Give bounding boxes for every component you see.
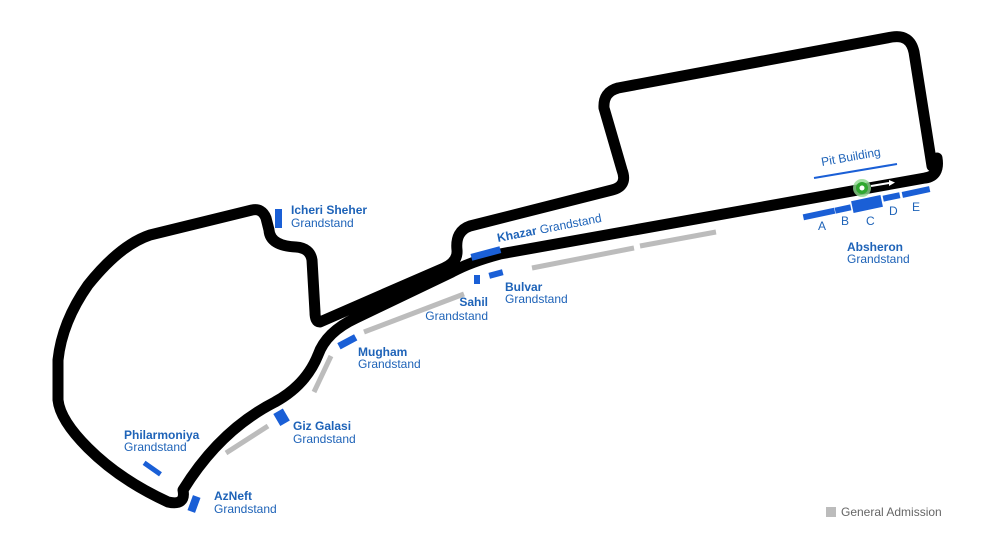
label-azneft: AzNeft Grandstand <box>214 489 277 516</box>
grandstand-sub: Grandstand <box>505 292 568 306</box>
grandstand-sub: Grandstand <box>291 216 354 230</box>
ga-area <box>531 245 635 271</box>
label-icheri-sheher: Icheri Sheher Grandstand <box>291 203 367 230</box>
label-philarmoniya: Philarmoniya Grandstand <box>124 428 200 454</box>
grandstand-absheron-section-d[interactable] <box>882 192 901 202</box>
ga-area <box>311 354 334 394</box>
grandstand-name: Giz Galasi <box>293 419 351 433</box>
label-giz-galasi: Giz Galasi Grandstand <box>293 419 356 446</box>
absheron-section-letters: A B C D E <box>818 200 920 233</box>
label-mugham: Mugham Grandstand <box>358 345 421 371</box>
pit-building-line <box>813 163 898 179</box>
grandstand-azneft-marker[interactable] <box>187 495 201 513</box>
grandstand-sub: Grandstand <box>214 502 277 516</box>
grandstand-khazar-marker[interactable] <box>470 246 502 261</box>
grandstand-absheron-section-b[interactable] <box>834 204 852 214</box>
grandstand-sub: Grandstand <box>847 252 910 266</box>
grandstand-name: Absheron <box>847 240 903 254</box>
grandstand-name: AzNeft <box>214 489 252 503</box>
race-track <box>52 31 943 509</box>
grandstand-name: Philarmoniya <box>124 428 200 442</box>
grandstand-bulvar-marker[interactable] <box>488 269 504 279</box>
section-label-a: A <box>818 219 826 233</box>
legend-ga-swatch <box>826 507 836 517</box>
grandstand-absheron-section-c[interactable] <box>851 195 883 213</box>
legend: General Admission <box>826 505 942 519</box>
label-sahil: Sahil Grandstand <box>425 295 488 323</box>
grandstand-mugham-marker[interactable] <box>337 334 358 350</box>
section-label-b: B <box>841 214 849 228</box>
legend-ga-label: General Admission <box>841 505 942 519</box>
grandstand-absheron-section-e[interactable] <box>901 186 931 198</box>
grandstand-name: Bulvar <box>505 280 543 294</box>
section-label-e: E <box>912 200 920 214</box>
section-label-c: C <box>866 214 875 228</box>
grandstand-absheron-section-a[interactable] <box>802 207 836 221</box>
grandstand-name: Khazar <box>496 224 538 245</box>
grandstand-sub: Grandstand <box>425 309 488 323</box>
grandstand-sahil-marker[interactable] <box>474 275 480 284</box>
grandstand-sub: Grandstand <box>358 357 421 371</box>
grandstand-giz-galasi-marker[interactable] <box>273 408 290 427</box>
pit-building-label: Pit Building <box>820 145 882 169</box>
grandstand-sub: Grandstand <box>124 440 187 454</box>
general-admission-areas <box>224 229 717 456</box>
grandstand-name: Sahil <box>459 295 488 309</box>
grandstand-name: Mugham <box>358 345 407 359</box>
label-bulvar: Bulvar Grandstand <box>505 280 568 306</box>
ga-area <box>224 423 270 456</box>
ga-area <box>363 291 465 335</box>
ga-area <box>639 229 717 249</box>
grandstand-philarmoniya-marker[interactable] <box>142 460 162 477</box>
start-finish-icon <box>853 179 895 197</box>
grandstand-sub: Grandstand <box>293 432 356 446</box>
section-label-d: D <box>889 204 898 218</box>
grandstand-name: Icheri Sheher <box>291 203 367 217</box>
grandstand-markers <box>142 186 931 513</box>
label-absheron: Absheron Grandstand <box>847 240 910 266</box>
grandstand-icheri-sheher-marker[interactable] <box>275 209 282 228</box>
